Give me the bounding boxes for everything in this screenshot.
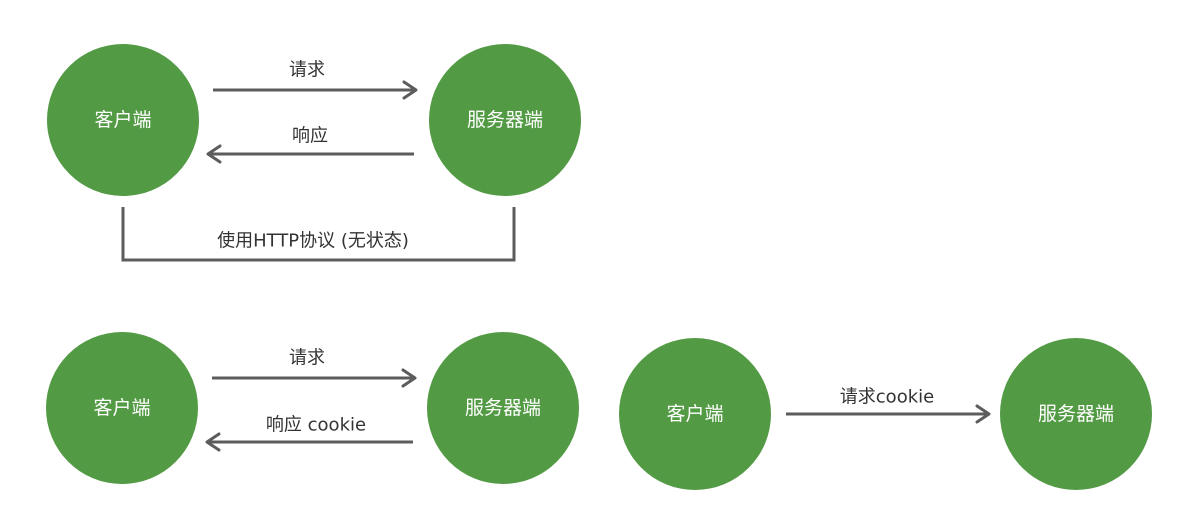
diagram-response-cookie: 客户端 服务器端 请求 响应 cookie bbox=[46, 332, 579, 484]
request-label: 请求 bbox=[289, 348, 325, 369]
node-server-3: 服务器端 bbox=[1000, 338, 1152, 490]
request-arrow-head bbox=[402, 80, 418, 100]
response-label: 响应 bbox=[292, 126, 328, 147]
client-circle bbox=[46, 332, 198, 484]
node-server-1: 服务器端 bbox=[429, 44, 581, 196]
response-label: 响应 cookie bbox=[266, 415, 366, 436]
node-client-3: 客户端 bbox=[619, 338, 771, 490]
response-arrow-head bbox=[206, 144, 222, 164]
response-arrow-head bbox=[205, 432, 221, 452]
edge-response-2: 响应 cookie bbox=[205, 415, 413, 452]
protocol-label: 使用HTTP协议 (无状态) bbox=[217, 231, 409, 252]
client-label: 客户端 bbox=[93, 397, 150, 419]
server-circle bbox=[429, 44, 581, 196]
client-label: 客户端 bbox=[666, 403, 723, 425]
request-label: 请求cookie bbox=[840, 387, 934, 408]
client-label: 客户端 bbox=[94, 109, 151, 131]
diagram-request-cookie: 客户端 服务器端 请求cookie bbox=[619, 338, 1152, 490]
server-label: 服务器端 bbox=[467, 109, 543, 131]
node-client-1: 客户端 bbox=[47, 44, 199, 196]
node-client-2: 客户端 bbox=[46, 332, 198, 484]
server-label: 服务器端 bbox=[465, 397, 541, 419]
request-arrow-head bbox=[401, 368, 417, 388]
edge-request-2: 请求 bbox=[212, 348, 417, 388]
protocol-bracket: 使用HTTP协议 (无状态) bbox=[121, 207, 516, 262]
request-arrow-head bbox=[975, 404, 991, 424]
request-label: 请求 bbox=[289, 60, 325, 81]
protocol-bracket-line bbox=[121, 207, 516, 262]
node-server-2: 服务器端 bbox=[427, 332, 579, 484]
server-label: 服务器端 bbox=[1038, 403, 1114, 425]
server-circle bbox=[427, 332, 579, 484]
diagram-stateless-http: 客户端 服务器端 请求 响应 使用HTTP协议 (无状态) bbox=[47, 44, 581, 262]
server-circle bbox=[1000, 338, 1152, 490]
client-circle bbox=[619, 338, 771, 490]
edge-request-3: 请求cookie bbox=[786, 387, 991, 424]
edge-request-1: 请求 bbox=[213, 60, 418, 100]
edge-response-1: 响应 bbox=[206, 126, 414, 164]
client-circle bbox=[47, 44, 199, 196]
